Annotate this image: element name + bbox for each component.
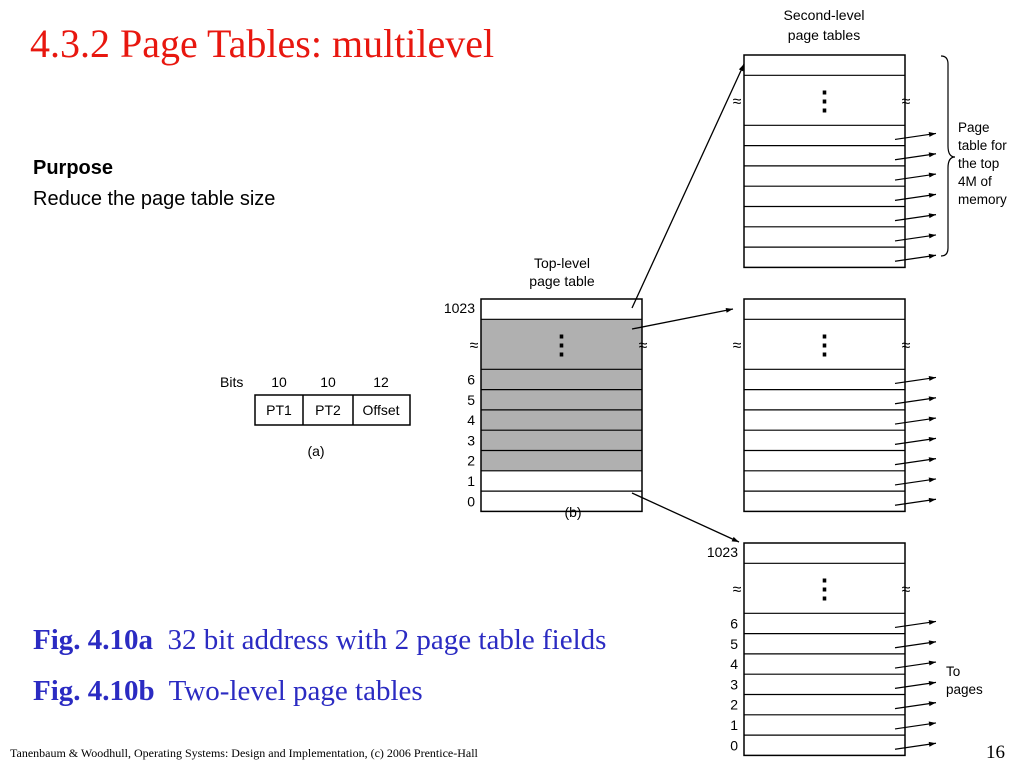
second-level-title-line2: page tables [788, 27, 860, 43]
second-level-table-top-page-arrow [894, 152, 937, 161]
second-level-table-top-break-mark-left: ≈ [733, 93, 742, 110]
second-level-table-bottom-page-arrow [894, 721, 937, 730]
brace-label-line5: memory [958, 192, 1007, 207]
second-level-table-bottom-ellipsis: ⋮ [812, 573, 838, 603]
pointer-arrow-middle [631, 307, 734, 330]
top-level-table-row-label: 4 [467, 412, 475, 428]
footer-citation: Tanenbaum & Woodhull, Operating Systems:… [10, 746, 478, 760]
pointer-arrow-0 [631, 492, 740, 543]
second-level-table-middle-break-mark-right: ≈ [902, 337, 911, 354]
second-level-table-bottom-page-arrow [894, 660, 937, 669]
second-level-table-bottom-row-label: 3 [730, 676, 738, 692]
top-level-table-row-label: 0 [467, 493, 475, 509]
second-level-title-line1: Second-level [784, 7, 865, 23]
second-level-table-bottom-page-arrow [894, 620, 937, 629]
pt2-bits: 10 [320, 374, 336, 390]
memory-brace [940, 55, 956, 257]
page-number: 16 [986, 742, 1005, 763]
bits-label: Bits [220, 374, 243, 390]
brace-label-line1: Page [958, 120, 990, 135]
second-level-table-middle-page-arrow [894, 436, 937, 445]
top-level-table-break-mark-left: ≈ [470, 337, 479, 354]
caption-fig-b: Fig. 4.10b Two-level page tables [33, 675, 423, 708]
address-format-box [254, 394, 411, 426]
second-level-table-middle-page-arrow [894, 497, 937, 506]
second-level-table-bottom-row-label: 2 [730, 697, 738, 713]
second-level-table-top-page-arrow [894, 253, 937, 262]
pt1-bits: 10 [271, 374, 287, 390]
caption-fig-b-label: Fig. 4.10b [33, 675, 155, 707]
top-level-title-line1: Top-level [534, 255, 590, 271]
pointer-arrow-1023 [631, 63, 745, 309]
second-level-table-top-page-arrow [894, 233, 937, 242]
pt2-field: PT2 [315, 402, 341, 418]
second-level-table-bottom-frame [743, 542, 906, 757]
top-level-table-shaded-rows [481, 319, 642, 471]
brace-label-line3: the top [958, 156, 999, 171]
second-level-table-bottom-row-label: 1 [730, 717, 738, 733]
second-level-table-middle-ellipsis: ⋮ [812, 329, 838, 359]
top-level-table-row-label: 1 [467, 473, 475, 489]
second-level-table-middle-page-arrow [894, 376, 937, 385]
second-level-table-bottom-break-mark-left: ≈ [733, 581, 742, 598]
second-level-table-top-break-mark-right: ≈ [902, 93, 911, 110]
second-level-table-bottom-page-arrow [894, 701, 937, 710]
purpose-heading: Purpose [33, 157, 114, 179]
second-level-table-bottom-page-arrow [894, 680, 937, 689]
second-level-table-top-ellipsis: ⋮ [812, 85, 838, 115]
top-level-title-line2: page table [529, 273, 595, 289]
second-level-table-bottom-page-arrow [894, 741, 937, 750]
caption-fig-a-label: Fig. 4.10a [33, 624, 154, 656]
top-level-table-break-mark-right: ≈ [639, 337, 648, 354]
second-level-table-top-frame [743, 54, 906, 269]
to-pages-label-line2: pages [946, 682, 983, 697]
slide-title: 4.3.2 Page Tables: multilevel [30, 21, 495, 66]
second-level-table-bottom-break-mark-right: ≈ [902, 581, 911, 598]
page-tables-layer: ⋮ ≈ ≈1023 6 5 4 3 2 1 0 ⋮ ≈ ≈ ⋮ ≈ ≈ ⋮ ≈ ≈1023 6 5 4 3 2 1 0 [444, 54, 937, 757]
second-level-table-bottom-row-label: 0 [730, 737, 738, 753]
caption-fig-b-text: Two-level page tables [168, 675, 423, 707]
pt1-field: PT1 [266, 402, 292, 418]
brace-label-line2: table for [958, 138, 1007, 153]
second-level-table-bottom-row-label: 6 [730, 615, 738, 631]
second-level-table-top-page-arrow [894, 132, 937, 141]
second-level-table-top-page-arrow [894, 172, 937, 181]
second-level-table-bottom-page-arrow [894, 640, 937, 649]
second-level-table-middle-page-arrow [894, 477, 937, 486]
second-level-table-bottom-row-label: 4 [730, 656, 738, 672]
offset-field: Offset [362, 402, 399, 418]
to-pages-label-line1: To [946, 664, 960, 679]
top-level-table-frame [480, 298, 643, 513]
offset-bits: 12 [373, 374, 389, 390]
top-level-table-row-label: 6 [467, 371, 475, 387]
address-format-figure: Bits 10 10 12 PT1 PT2 Offset (a) [220, 374, 411, 459]
brace-label-line4: 4M of [958, 174, 992, 189]
pointer-arrows-layer [631, 63, 745, 543]
second-level-table-middle-page-arrow [894, 457, 937, 466]
top-level-table-row-label: 3 [467, 432, 475, 448]
caption-fig-a-text: 32 bit address with 2 page table fields [167, 624, 607, 656]
purpose-text: Reduce the page table size [33, 188, 276, 210]
second-level-table-middle-break-mark-left: ≈ [733, 337, 742, 354]
second-level-table-bottom-row-label: 5 [730, 636, 738, 652]
second-level-table-bottom-row-label: 1023 [707, 544, 738, 560]
second-level-table-middle-page-arrow [894, 416, 937, 425]
second-level-table-top-page-arrow [894, 213, 937, 222]
second-level-table-middle-frame [743, 298, 906, 513]
figure-a-caption: (a) [307, 443, 324, 459]
second-level-table-top-page-arrow [894, 192, 937, 201]
top-level-table-row-label: 5 [467, 392, 475, 408]
caption-fig-a: Fig. 4.10a 32 bit address with 2 page ta… [33, 624, 606, 657]
second-level-table-middle-page-arrow [894, 396, 937, 405]
top-level-table-ellipsis: ⋮ [549, 329, 575, 359]
top-level-table-row-label: 1023 [444, 300, 475, 316]
top-level-table-row-label: 2 [467, 453, 475, 469]
